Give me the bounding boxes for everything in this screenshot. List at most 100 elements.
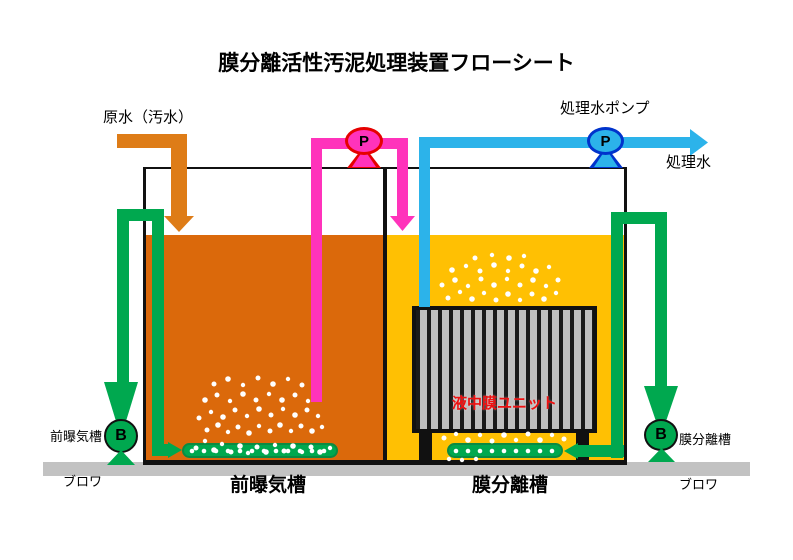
treated-water-pipe-horizontal xyxy=(419,137,690,148)
bubble xyxy=(465,437,471,443)
bubble xyxy=(457,289,463,295)
bubble xyxy=(261,448,267,454)
pump-symbol-circle: P xyxy=(587,127,624,155)
bubble xyxy=(281,448,287,454)
membrane-unit-label: 液中膜ユニット xyxy=(451,395,557,412)
bubble xyxy=(254,444,260,450)
raw-water-pipe-horizontal xyxy=(117,134,174,148)
bubble xyxy=(446,456,452,462)
bubble xyxy=(225,376,231,382)
bubble xyxy=(193,445,199,451)
bubble xyxy=(255,375,261,381)
pump-symbol-label: P xyxy=(600,132,611,150)
bubble xyxy=(189,448,195,454)
bubble xyxy=(453,431,459,437)
right-air-pipe-outer-vertical xyxy=(655,212,667,386)
left-blower-label: 前曝気槽 ブロワ xyxy=(49,428,102,489)
bubble xyxy=(493,297,499,303)
bubble xyxy=(227,398,233,404)
bubble xyxy=(504,276,510,282)
recirculation-pipe-right-vertical xyxy=(397,138,408,216)
right-blower-label: 膜分離槽 ブロワ xyxy=(679,431,732,492)
bubble xyxy=(237,443,243,449)
bubble xyxy=(245,450,251,456)
bubble xyxy=(553,290,559,296)
bubble xyxy=(537,448,543,454)
bubble xyxy=(215,422,221,428)
bubble xyxy=(235,424,241,430)
bubble xyxy=(543,283,549,289)
bubble xyxy=(506,255,512,261)
membrane-unit: 液中膜ユニット xyxy=(412,306,597,433)
bubble xyxy=(290,443,296,449)
raw-water-pipe-vertical xyxy=(171,134,187,216)
bubble xyxy=(202,438,208,444)
bubble xyxy=(501,448,507,454)
bubble xyxy=(267,428,273,434)
bubble xyxy=(517,297,523,303)
bubble xyxy=(517,282,523,288)
bubble xyxy=(309,448,315,454)
right-air-pipe-bottom-arm xyxy=(578,445,624,457)
floor xyxy=(43,462,750,476)
treated-water-label: 処理水 xyxy=(666,154,712,171)
bubble xyxy=(225,429,231,435)
right-air-pipe-horizontal xyxy=(611,212,667,224)
bubble xyxy=(513,448,519,454)
bubble xyxy=(489,252,495,258)
bubble xyxy=(237,448,243,454)
bubble xyxy=(244,413,250,419)
bubble xyxy=(529,291,535,297)
bubble xyxy=(299,382,305,388)
left-diffuser xyxy=(182,443,338,458)
bubble xyxy=(549,432,555,438)
bubble xyxy=(285,448,291,454)
bubble xyxy=(249,448,255,454)
bubble xyxy=(452,277,458,283)
bubble xyxy=(533,268,539,274)
bubble xyxy=(546,264,552,270)
bubble xyxy=(521,253,527,259)
bubble xyxy=(270,381,276,387)
bubble xyxy=(285,376,291,382)
bubble xyxy=(477,448,483,454)
left-tank-label: 前曝気槽 xyxy=(229,475,306,496)
bubble xyxy=(319,424,325,430)
bubble xyxy=(246,430,252,436)
bubble xyxy=(463,263,469,269)
bubble xyxy=(477,432,483,438)
bubble xyxy=(491,262,497,268)
bubble xyxy=(449,267,455,273)
bubble xyxy=(308,444,314,450)
bubble xyxy=(513,437,519,443)
bubble xyxy=(453,448,459,454)
page-title: 膜分離活性汚泥処理装置フローシート xyxy=(218,52,575,75)
bubble xyxy=(473,456,479,462)
left-air-pipe-outer-vertical xyxy=(117,209,129,383)
bubble xyxy=(201,448,207,454)
bubble xyxy=(266,391,272,397)
bubble xyxy=(541,296,547,302)
right-air-pipe-inner-vertical xyxy=(611,212,623,458)
bubble xyxy=(213,448,219,454)
bubble xyxy=(225,448,231,454)
blower-symbol-circle: B xyxy=(644,419,678,451)
bubble xyxy=(549,448,555,454)
blower-symbol-circle: B xyxy=(104,419,138,453)
bubble xyxy=(489,438,495,444)
bubble xyxy=(292,412,298,418)
bubble xyxy=(219,441,225,447)
bubble xyxy=(268,412,274,418)
bubble xyxy=(305,398,311,404)
bubble xyxy=(279,397,285,403)
bubble xyxy=(211,381,217,387)
bubble xyxy=(196,415,202,421)
bubble xyxy=(477,268,483,274)
bubble xyxy=(256,423,262,429)
bubble xyxy=(321,448,327,454)
bubble xyxy=(327,445,333,451)
pump-symbol-circle: P xyxy=(345,127,383,155)
tank-divider-wall xyxy=(383,167,387,463)
bubble xyxy=(240,391,246,397)
